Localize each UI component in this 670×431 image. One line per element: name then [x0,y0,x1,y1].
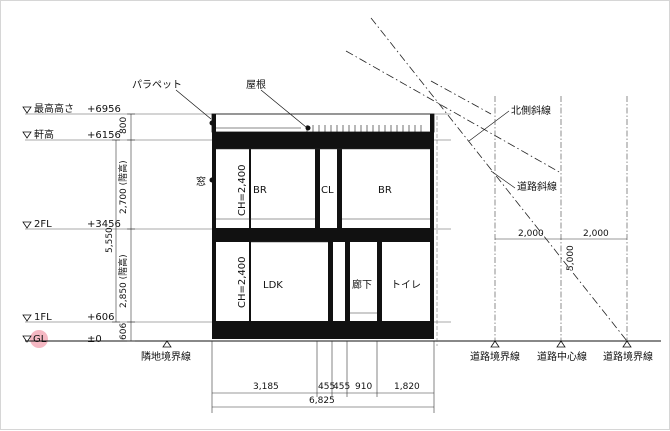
callout-roof: 屋根 [246,78,266,91]
level-eave-value: +6156 [87,130,121,141]
level-gl-value: ±0 [87,334,102,345]
label-road-boundary-right: 道路境界線 [603,350,653,363]
dim-800: 800 [119,117,129,134]
level-1fl-label: 1FL [34,312,52,323]
dim-455b: 455 [333,382,350,392]
dim-606: 606 [119,323,129,340]
room-upper-left: BR [253,185,267,196]
room-ldk: LDK [263,280,283,291]
level-gl-label: GL [33,334,47,345]
level-2fl-value: +3456 [87,219,121,230]
dim-3185: 3,185 [253,382,279,392]
callout-parapet: パラペット [132,79,182,91]
callout-window: 窓 [196,175,206,188]
room-toilet: トイレ [391,280,421,291]
level-2fl-label: 2FL [34,219,52,230]
dim-road-a: 2,000 [518,229,544,239]
horizontal-dimension-lines [211,341,435,413]
ch-lower: CH=2,400 [237,256,248,308]
callout-road-slant: 道路斜線 [517,180,557,193]
label-road-boundary-left: 道路境界線 [470,350,520,363]
level-eave-label: 軒高 [34,128,54,141]
dim-road-b: 2,000 [583,229,609,239]
vertical-dimension-lines [112,113,135,342]
dim-2700: 2,700 (階高) [117,160,129,214]
level-top-value: +6956 [87,104,121,115]
label-adjacent-boundary: 隣地境界線 [141,350,191,363]
dim-910: 910 [355,382,372,392]
boundary-markers [162,340,632,348]
dim-1820: 1,820 [394,382,420,392]
level-triangles [22,106,32,343]
callout-north-slant: 北側斜線 [511,104,551,117]
level-1fl-value: +606 [87,312,114,323]
room-upper-mid: CL [321,185,334,196]
ch-upper: CH=2,400 [237,164,248,216]
dim-total: 6,825 [309,396,335,406]
dim-455a: 455 [318,382,335,392]
dim-5550: 5,550 [105,227,115,253]
dim-2850: 2,850 (階高) [117,254,129,308]
gl-highlight-marker [30,330,48,348]
building-section [209,113,435,339]
dim-5000: 5,000 [566,245,576,271]
road-axis-lines [494,96,628,341]
room-corridor: 廊下 [352,278,372,291]
label-road-center: 道路中心線 [537,350,587,363]
room-upper-right: BR [378,185,392,196]
slant-lines [345,17,628,342]
level-top-label: 最高高さ [34,102,74,115]
